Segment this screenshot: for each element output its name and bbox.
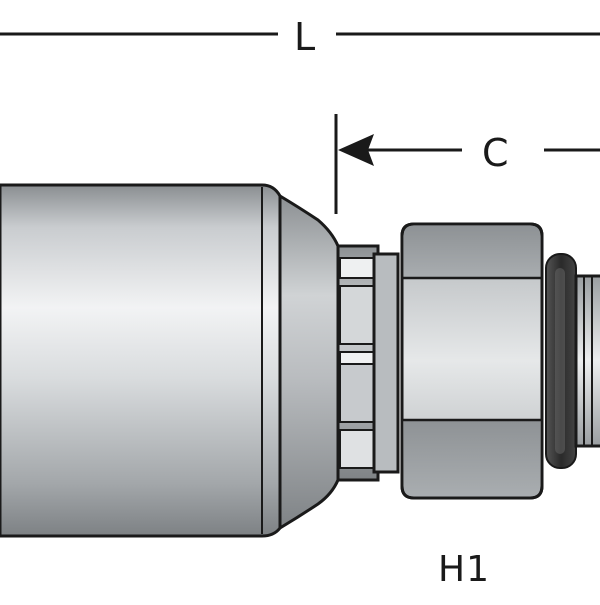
o-ring — [545, 253, 577, 469]
stem-collar — [336, 244, 400, 482]
hex-label-h1: H1 — [438, 549, 490, 590]
dimension-c — [334, 114, 600, 214]
thread-end — [574, 274, 600, 448]
dimension-label-l: L — [288, 18, 322, 56]
crimp-shell — [0, 183, 282, 538]
arrow-head-icon — [338, 134, 374, 166]
dimension-label-c: C — [476, 134, 515, 172]
hex-nut — [400, 222, 544, 500]
shell-taper — [278, 193, 340, 531]
